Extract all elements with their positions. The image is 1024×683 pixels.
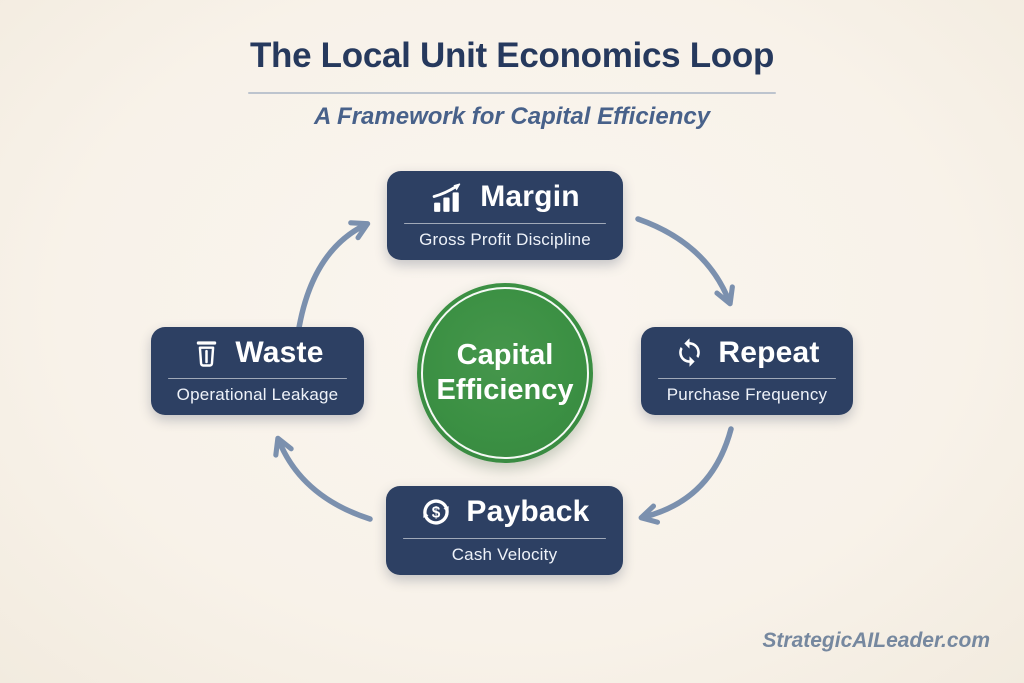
node-waste: Waste Operational Leakage — [151, 327, 364, 415]
node-label: Waste — [235, 335, 324, 369]
node-sublabel: Gross Profit Discipline — [419, 230, 591, 249]
node-label: Margin — [480, 180, 580, 214]
arrow-payback-to-waste — [273, 435, 373, 522]
node-divider — [404, 222, 606, 224]
page-subtitle: A Framework for Capital Efficiency — [313, 103, 711, 130]
node-sublabel: Cash Velocity — [451, 545, 558, 564]
watermark: StrategicAILeader.com — [762, 629, 990, 652]
trash-icon — [191, 337, 222, 368]
node-payback-title-row: $ Payback — [386, 494, 623, 531]
header: The Local Unit Economics Loop A Framewor… — [0, 0, 1024, 131]
bar-chart-growth-icon — [430, 181, 467, 214]
node-label: Payback — [466, 495, 590, 529]
node-margin-title-row: Margin — [387, 179, 623, 216]
title-divider — [248, 92, 776, 94]
node-repeat-title-row: Repeat — [641, 335, 853, 371]
page-title: The Local Unit Economics Loop — [249, 36, 775, 75]
node-divider — [403, 537, 606, 539]
node-waste-title-row: Waste — [151, 335, 364, 371]
node-sublabel: Purchase Frequency — [666, 385, 828, 404]
node-margin: Margin Gross Profit Discipline — [387, 171, 623, 260]
node-label: Repeat — [718, 335, 820, 369]
dollar-cycle-icon: $ — [419, 495, 453, 529]
arrow-margin-to-repeat — [635, 216, 735, 307]
cycle-arrows-icon — [674, 337, 705, 368]
node-divider — [658, 377, 836, 379]
node-divider — [168, 377, 347, 379]
arrow-repeat-to-payback — [638, 426, 734, 525]
node-repeat: Repeat Purchase Frequency — [641, 327, 853, 415]
node-payback: $ Payback Cash Velocity — [386, 486, 623, 575]
node-sublabel: Operational Leakage — [176, 385, 339, 404]
center-label-line2: Efficiency — [436, 374, 574, 406]
capital-efficiency-circle: Capital Efficiency — [417, 283, 593, 463]
svg-text:$: $ — [432, 505, 441, 522]
center-label-line1: Capital — [456, 338, 554, 371]
